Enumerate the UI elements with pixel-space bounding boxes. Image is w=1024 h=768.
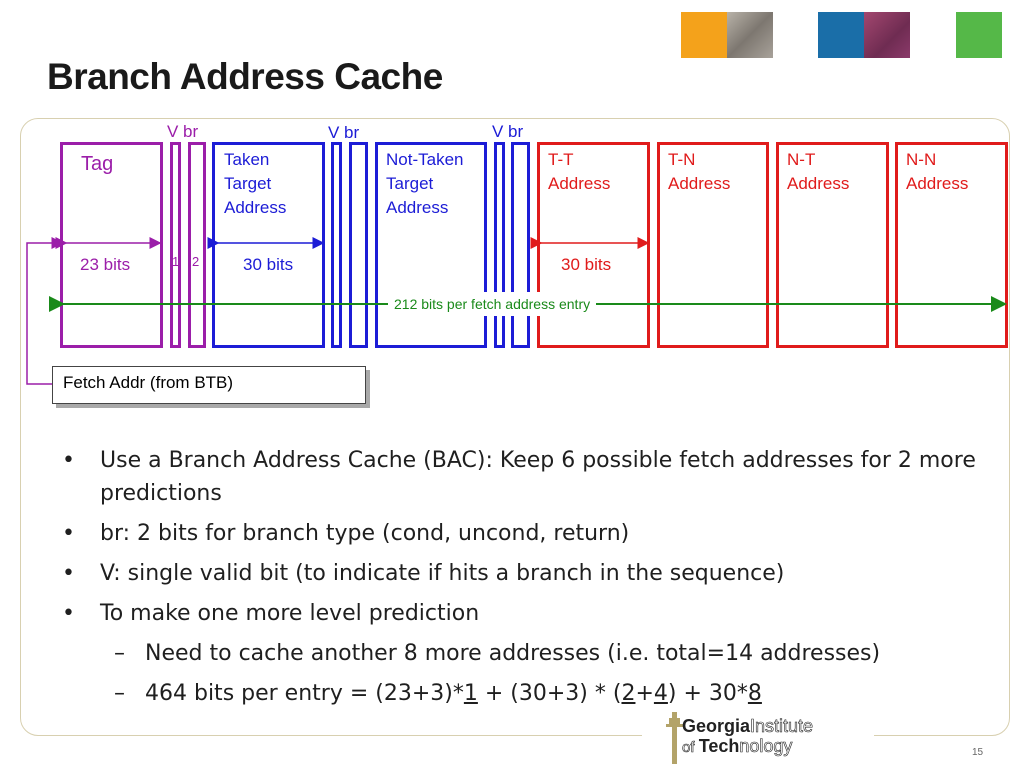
bullet-item: •V: single valid bit (to indicate if hit…	[62, 561, 785, 586]
br-bits-label: 2	[192, 254, 200, 269]
valid-bit-box-3	[494, 142, 505, 348]
nn-address-box	[895, 142, 1008, 348]
entry-bits-label: 212 bits per fetch address entry	[388, 292, 597, 316]
valid-bit-box-2	[331, 142, 342, 348]
sub-bullet-item: –Need to cache another 8 more addresses …	[114, 641, 881, 666]
vbr-label-2: V br	[328, 123, 360, 142]
sub-bullet-item: –464 bits per entry = (23+3)*1 + (30+3) …	[114, 681, 762, 706]
header-square-photo-circuit	[864, 12, 910, 58]
vbr-label-1: V br	[167, 122, 199, 141]
header-square-photo-buildings	[727, 12, 773, 58]
br-bits-box-1	[188, 142, 206, 348]
bullet-item: •br: 2 bits for branch type (cond, uncon…	[62, 521, 630, 546]
slide-title: Branch Address Cache	[47, 56, 443, 97]
page-number: 15	[972, 747, 984, 758]
tag-label: Tag	[81, 153, 114, 175]
bullet-item: •To make one more level prediction	[62, 601, 480, 626]
valid-bits-label: 1	[172, 254, 180, 269]
valid-bit-box-1	[170, 142, 181, 348]
header-square-orange	[681, 12, 727, 58]
tt-bits-label: 30 bits	[561, 255, 612, 274]
br-bits-box-3	[511, 142, 530, 348]
vbr-label-3: V br	[492, 122, 524, 141]
br-bits-box-2	[349, 142, 368, 348]
tag-bits-label: 23 bits	[80, 255, 131, 274]
content-frame	[20, 118, 1010, 736]
diagram-arrows	[26, 237, 1007, 385]
georgia-tech-logo: GeorgiaInstitute of Technology	[642, 708, 874, 768]
header-square-blue	[818, 12, 864, 58]
fetch-addr-connector	[26, 237, 64, 385]
not-taken-target-box	[375, 142, 487, 348]
logo-tower-icon	[666, 712, 683, 764]
tn-address-box	[657, 142, 769, 348]
taken-bits-label: 30 bits	[243, 255, 294, 274]
bullet-list: •Use a Branch Address Cache (BAC): Keep …	[62, 444, 982, 717]
bullet-item: •Use a Branch Address Cache (BAC): Keep …	[62, 448, 976, 506]
header-square-green	[956, 12, 1002, 58]
fetch-addr-box: Fetch Addr (from BTB)	[52, 366, 366, 404]
nt-address-box	[776, 142, 889, 348]
